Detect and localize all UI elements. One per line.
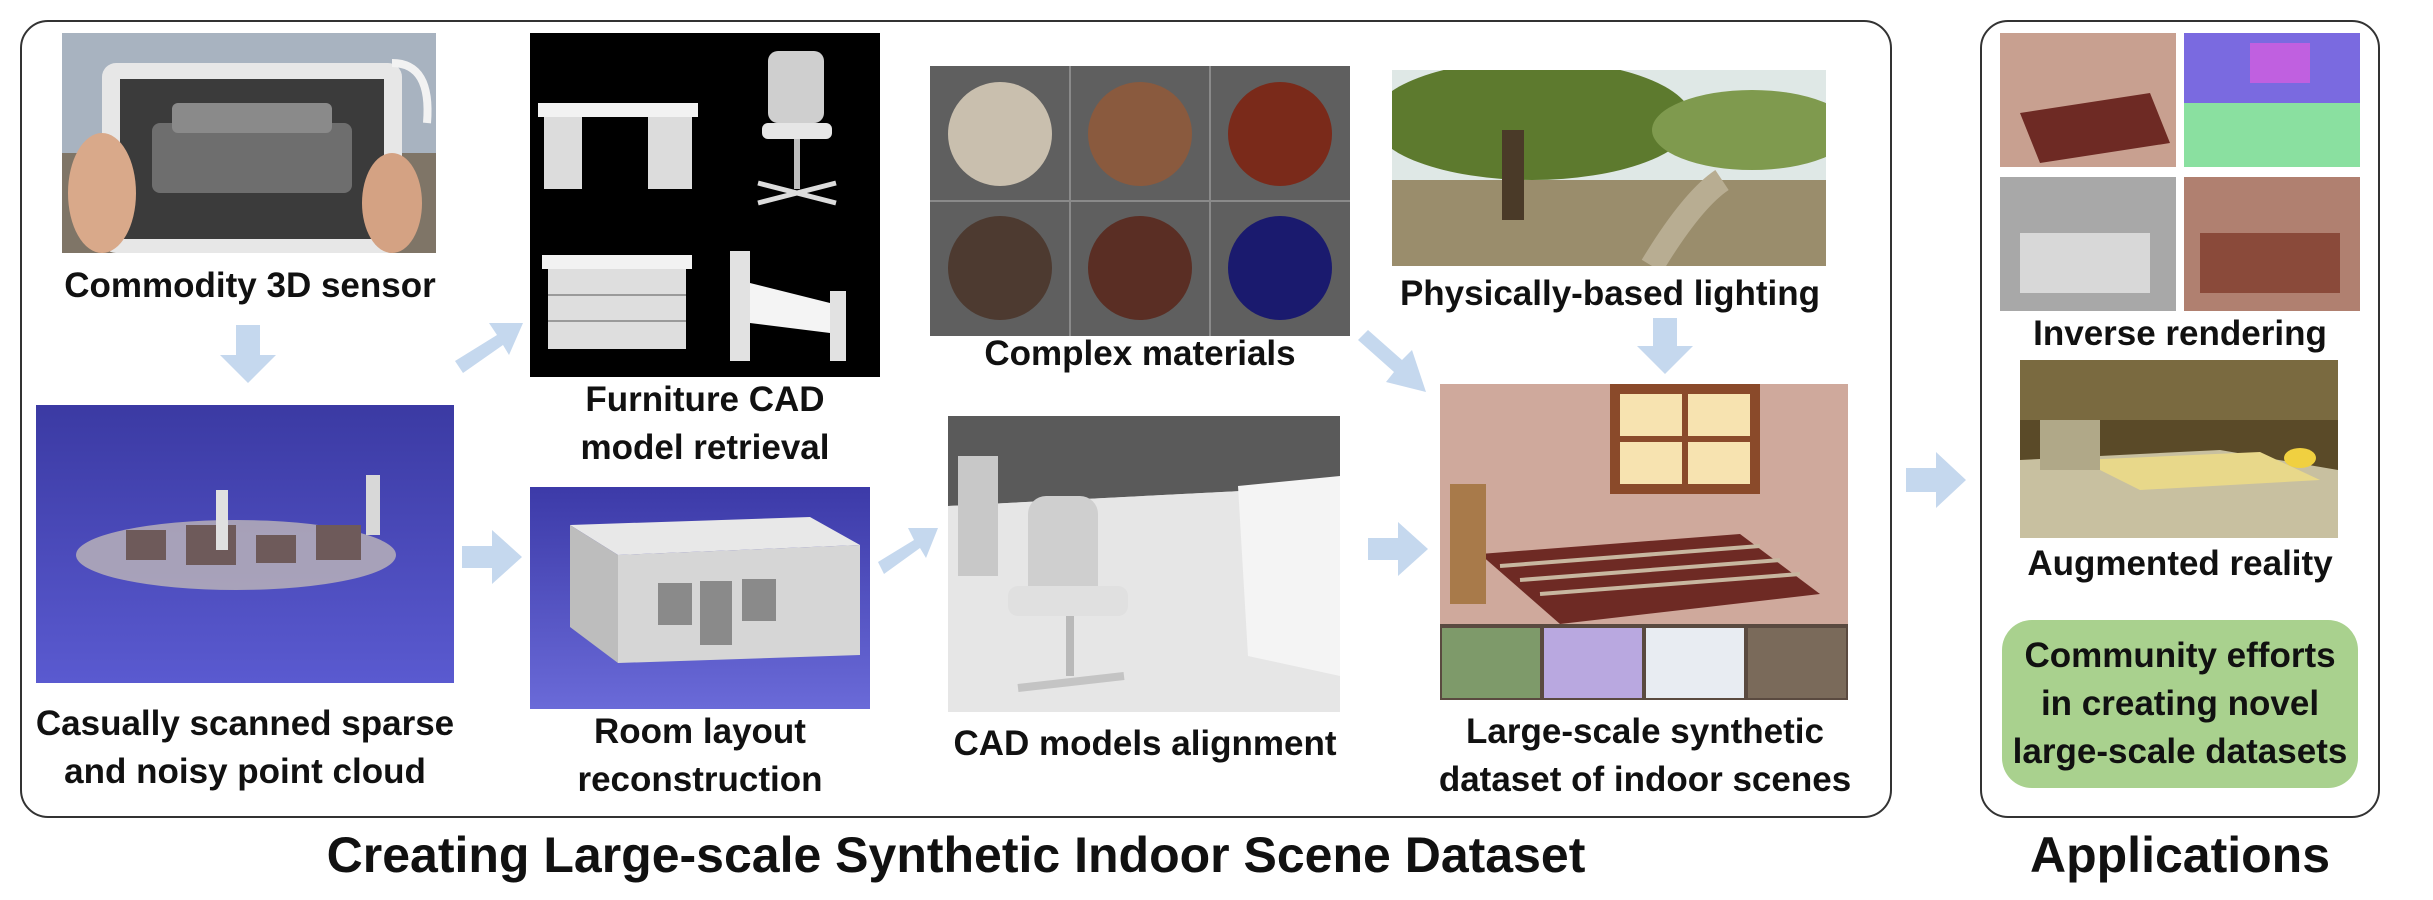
community-line2: in creating novel [2040,684,2320,723]
arrow-up-right-icon [455,315,525,375]
alignment-label: CAD models alignment [920,720,1370,768]
pipeline-title: Creating Large-scale Synthetic Indoor Sc… [20,826,1892,884]
point-cloud-label-line1: Casually scanned sparse [35,704,455,743]
dataset-label-line1: Large-scale synthetic [1466,712,1824,751]
material-spheres-grid [930,66,1350,336]
furniture-cad-image [530,33,880,377]
alignment-label-text: CAD models alignment [953,724,1337,763]
inverse-rendering-label-text: Inverse rendering [2033,314,2327,353]
sensor-label: Commodity 3D sensor [40,262,460,310]
pipeline-title-text: Creating Large-scale Synthetic Indoor Sc… [326,827,1586,883]
arrow-right-icon-3 [1906,452,1968,508]
arrow-right-icon [462,530,524,584]
materials-label: Complex materials [920,330,1360,378]
community-efforts-box: Community efforts in creating novel larg… [2002,620,2358,788]
arrow-up-right-icon-2 [878,520,940,576]
applications-title-text: Applications [2029,827,2331,883]
arrow-down-icon [218,325,278,385]
furniture-label-line2: model retrieval [580,428,830,467]
community-line1: Community efforts [2024,636,2336,675]
augmented-reality-label: Augmented reality [1990,540,2370,588]
layout-label: Room layout reconstruction [520,708,880,804]
tablet-sensor-photo [62,33,436,253]
arrow-down-icon-2 [1635,318,1695,376]
sensor-label-text: Commodity 3D sensor [64,266,436,305]
dataset-label: Large-scale synthetic dataset of indoor … [1420,708,1870,804]
room-layout-render [530,487,870,709]
augmented-reality-photo [2020,360,2338,538]
applications-title: Applications [1980,826,2380,884]
point-cloud-render [36,405,454,683]
arrow-right-icon-2 [1368,522,1430,576]
panorama-lighting-image [1392,70,1826,266]
point-cloud-label-line2: and noisy point cloud [64,752,426,791]
cad-alignment-render [948,416,1340,712]
lighting-label-text: Physically-based lighting [1399,274,1821,313]
inverse-rendering-label: Inverse rendering [1990,310,2370,358]
arrow-down-right-icon [1358,330,1428,394]
augmented-reality-label-text: Augmented reality [2027,544,2333,583]
layout-label-line2: reconstruction [577,760,823,799]
materials-label-text: Complex materials [984,334,1296,373]
layout-label-line1: Room layout [594,712,806,751]
furniture-label-line1: Furniture CAD [585,380,825,419]
point-cloud-label: Casually scanned sparse and noisy point … [20,700,470,796]
lighting-label: Physically-based lighting [1370,270,1850,318]
community-line3: large-scale datasets [2012,732,2348,771]
inverse-rendering-grid [2000,33,2360,311]
synthetic-scene-render [1440,384,1848,700]
dataset-label-line2: dataset of indoor scenes [1438,760,1852,799]
furniture-label: Furniture CAD model retrieval [520,376,890,472]
